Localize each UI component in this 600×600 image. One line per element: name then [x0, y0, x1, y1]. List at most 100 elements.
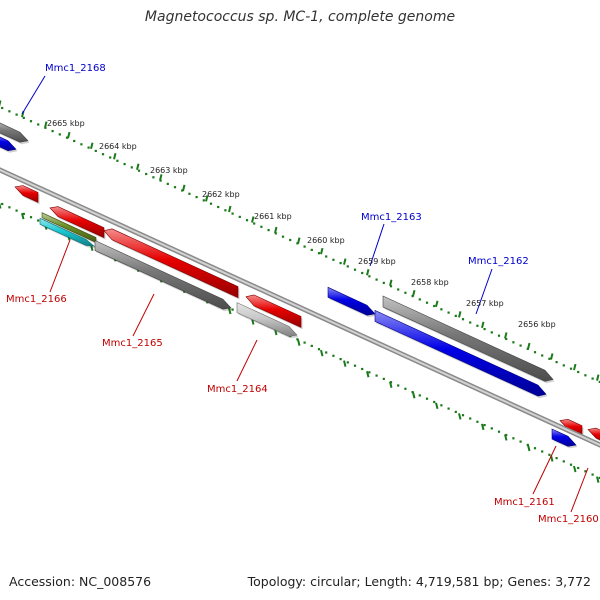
- guide-dot: [425, 397, 429, 400]
- guide-dot: [533, 351, 537, 354]
- guide-dot: [274, 232, 277, 235]
- gene-labels: Mmc1_2168Mmc1_2163Mmc1_2162Mmc1_2166Mmc1…: [6, 63, 599, 525]
- guide-dot: [497, 334, 501, 337]
- guide-dot: [22, 212, 25, 215]
- guide-dot: [447, 407, 450, 410]
- guide-dot: [505, 337, 508, 341]
- backbone-highlight: [0, 168, 600, 447]
- guide-tick: [159, 174, 163, 181]
- guide-dot: [555, 457, 558, 460]
- guide-dot: [483, 424, 486, 427]
- guide-dot: [325, 351, 328, 354]
- guide-dot: [317, 252, 321, 255]
- kbp-tick-label: 2664 kbp: [99, 142, 137, 151]
- gene-label-mmc1-2160: Mmc1_2160: [538, 514, 599, 525]
- guide-tick: [251, 216, 255, 223]
- guide-tick: [435, 402, 439, 410]
- guide-dot: [37, 219, 40, 222]
- guide-tick: [366, 268, 370, 276]
- guide-dot: [346, 265, 349, 268]
- guide-dot: [1, 202, 4, 206]
- leader-line: [21, 75, 46, 115]
- guide-tick: [527, 342, 531, 350]
- guide-dot: [368, 371, 371, 374]
- backbone-outer: [0, 167, 600, 448]
- guide-dot: [361, 271, 364, 275]
- guide-dot: [29, 216, 33, 219]
- guide-dot: [533, 447, 537, 450]
- guide-dot: [548, 357, 551, 360]
- guide-tick: [44, 121, 48, 128]
- guide-dot: [353, 364, 357, 367]
- gene-label-mmc1-2166: Mmc1_2166: [6, 294, 67, 305]
- guide-dot: [512, 437, 515, 440]
- guide-dot: [209, 202, 213, 205]
- guide-dot: [490, 427, 493, 430]
- guide-dot: [454, 314, 457, 317]
- gene-arrow-mmc1-2168-gray: [0, 122, 29, 143]
- gene-label-mmc1-2164: Mmc1_2164: [207, 384, 268, 395]
- gene-arrow-red-edge: [587, 427, 600, 441]
- leader-line: [132, 293, 155, 337]
- guide-dot: [310, 344, 313, 347]
- gene-label-mmc1-2165: Mmc1_2165: [102, 338, 163, 349]
- guide-dot: [353, 268, 357, 271]
- guide-dot: [433, 400, 436, 404]
- guide-tick: [182, 184, 186, 192]
- kbp-tick-label: 2658 kbp: [411, 278, 449, 287]
- kbp-tick-label: 2656 kbp: [518, 320, 556, 329]
- leader-line: [532, 445, 557, 495]
- guide-dot: [188, 192, 191, 195]
- guide-tick: [573, 465, 577, 473]
- guide-dot: [418, 394, 421, 397]
- guide-dot: [454, 410, 457, 413]
- guide-dot: [29, 120, 33, 123]
- leader-line: [369, 223, 385, 267]
- gene-arrow-mmc1-2162-gray: [382, 295, 554, 382]
- kbp-tick-label: 2657 kbp: [466, 299, 504, 308]
- guide-dot: [65, 136, 69, 139]
- guide-dot: [591, 473, 594, 476]
- guide-dot: [483, 328, 486, 331]
- guide-tick: [435, 300, 439, 308]
- guide-dot: [404, 387, 407, 390]
- leader-line: [475, 268, 493, 315]
- guide-dot: [202, 199, 205, 202]
- guide-dot: [577, 466, 580, 470]
- guide-dot: [346, 361, 349, 364]
- gene-arrow-red-small: [14, 185, 39, 203]
- guide-tick: [228, 307, 232, 315]
- guide-dot: [37, 123, 40, 126]
- guide-dot: [361, 367, 364, 371]
- guide-dot: [317, 348, 321, 351]
- guide-dot: [584, 470, 587, 473]
- kbp-tick-label: 2659 kbp: [358, 257, 396, 266]
- guide-tick: [297, 339, 301, 346]
- gene-arrow-cyan: [39, 217, 95, 247]
- guide-tick: [573, 363, 577, 371]
- guide-tick: [504, 332, 508, 339]
- guide-dot: [15, 113, 18, 116]
- guide-dot: [526, 443, 529, 446]
- guide-dot: [195, 196, 198, 199]
- gene-features: [0, 122, 600, 449]
- guide-dot: [116, 159, 119, 162]
- guide-tick: [228, 205, 232, 213]
- gene-arrow-mmc1-2165-gray: [94, 240, 232, 310]
- guide-dot: [8, 110, 11, 113]
- guide-dot: [231, 212, 234, 215]
- guide-tick: [458, 413, 462, 420]
- guide-dot: [382, 281, 385, 284]
- gene-arrow-mmc1-2164-red: [245, 294, 302, 328]
- guide-tick: [389, 279, 393, 286]
- guide-tick: [481, 321, 485, 329]
- guide-tick: [389, 381, 393, 388]
- guide-dot: [555, 361, 558, 364]
- guide-dot: [382, 377, 385, 380]
- guide-dot: [332, 354, 335, 357]
- gene-arrow-mmc1-2161: [551, 428, 577, 447]
- guide-tick: [412, 392, 416, 399]
- guide-dot: [375, 278, 378, 281]
- guide-dot: [411, 391, 414, 394]
